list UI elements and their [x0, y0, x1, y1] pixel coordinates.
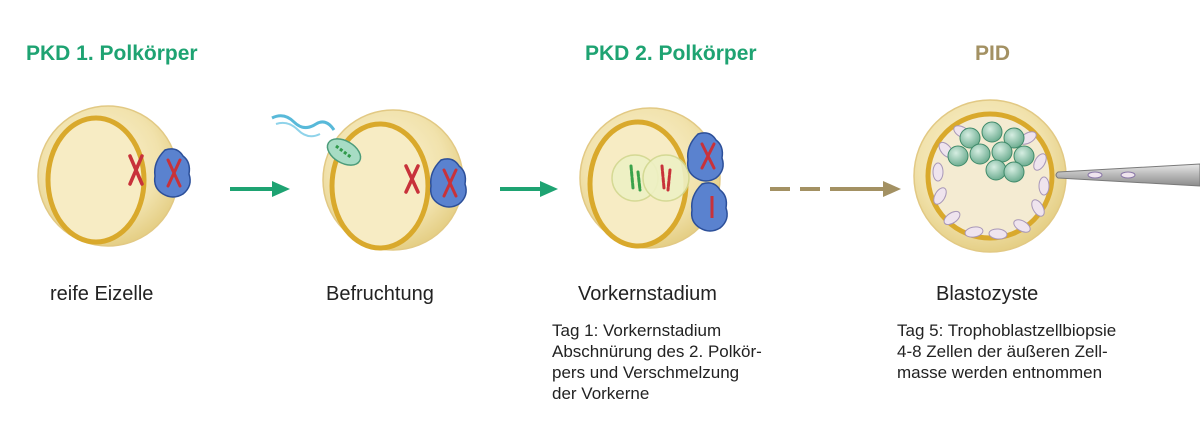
arrow-right-icon	[230, 181, 290, 197]
egg-fertilization	[271, 109, 467, 251]
blastocyst	[913, 99, 1200, 253]
stage-label-pronuclear: Vorkernstadium	[578, 283, 717, 305]
arrow-right-icon	[500, 181, 558, 197]
description-pronuclear: Tag 1: Vorkernstadium Abschnürung des 2.…	[552, 320, 762, 404]
description-line: Abschnürung des 2. Polkör-	[552, 342, 762, 361]
description-line: Tag 5: Trophoblastzellbiopsie	[897, 321, 1117, 340]
stage-label-mature-egg: reife Eizelle	[50, 283, 154, 305]
sperm-icon	[271, 114, 362, 166]
stage-label-blastocyst: Blastozyste	[936, 283, 1039, 305]
arrow-right-icon	[770, 181, 901, 197]
header-pkd2: PKD 2. Polkörper	[585, 42, 757, 65]
polar-body-icon	[686, 132, 724, 182]
stage-label-fertilization: Befruchtung	[326, 283, 434, 305]
description-line: masse werden entnommen	[897, 363, 1103, 382]
pipette-icon	[1055, 163, 1200, 187]
description-line: pers und Verschmelzung	[552, 363, 740, 382]
egg-mature	[37, 105, 191, 247]
trophoblast-ring	[932, 125, 1050, 240]
description-blastocyst: Tag 5: Trophoblastzellbiopsie 4-8 Zellen…	[897, 320, 1116, 383]
header-pkd1: PKD 1. Polkörper	[26, 42, 198, 65]
pronucleus-icon	[611, 154, 690, 202]
header-pid: PID	[975, 42, 1011, 65]
egg-pronuclear	[579, 107, 728, 249]
chromosome-x-icon	[404, 164, 420, 194]
chromosome-x-icon	[128, 154, 144, 186]
description-line: der Vorkerne	[552, 384, 650, 403]
polar-body-icon	[690, 182, 728, 232]
polar-body-icon	[153, 148, 191, 198]
polar-body-icon	[429, 158, 467, 208]
inner-cell-mass	[947, 121, 1035, 183]
description-line: Tag 1: Vorkernstadium	[552, 321, 722, 340]
description-line: 4-8 Zellen der äußeren Zell-	[897, 342, 1108, 361]
